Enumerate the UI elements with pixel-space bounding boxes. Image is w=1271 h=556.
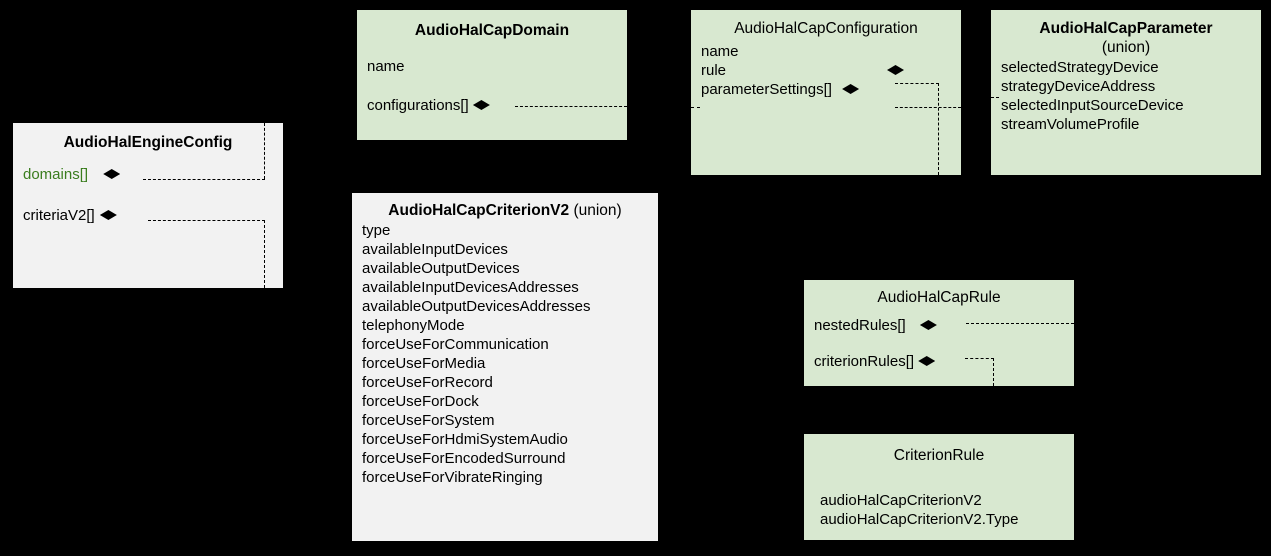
attribute-label-forceuseforvibrateringing: forceUseForVibrateRinging (362, 469, 543, 486)
class-box-criterion-rule[interactable]: CriterionRule audioHalCapCriterionV2 aud… (804, 434, 1074, 540)
connector-parametersettings-horizontal (895, 107, 961, 108)
attribute-row: forceUseForSystem (362, 411, 658, 430)
class-subtitle-union: (union) (573, 202, 622, 219)
connector-configurations-horizontal (515, 106, 627, 107)
attribute-label-forceusefordock: forceUseForDock (362, 393, 479, 410)
attribute-row: forceUseForMedia (362, 354, 658, 373)
attribute-label-parametersettings: parameterSettings[] (701, 81, 832, 98)
connector-criterionrules-horizontal (965, 358, 994, 359)
attribute-label-audiohalcapcriterionv2-type: audioHalCapCriterionV2.Type (820, 511, 1019, 528)
composition-diamond-icon (919, 320, 937, 331)
attribute-label-forceuseforhdmisystemaudio: forceUseForHdmiSystemAudio (362, 431, 568, 448)
class-box-audio-hal-cap-rule[interactable]: AudioHalCapRule nestedRules[] criterionR… (804, 280, 1074, 386)
attribute-row: strategyDeviceAddress (1001, 77, 1261, 96)
connector-criteriav2-horizontal (148, 220, 265, 221)
attribute-label-audiohalcapcriterionv2: audioHalCapCriterionV2 (820, 492, 982, 509)
attribute-label-forceuseforencodedsurround: forceUseForEncodedSurround (362, 450, 566, 467)
connector-criterionrules-vertical (993, 358, 994, 386)
attribute-label-availableoutputdevicesaddresses: availableOutputDevicesAddresses (362, 298, 591, 315)
attribute-label-strategydeviceaddress: strategyDeviceAddress (1001, 78, 1156, 95)
class-title-audio-hal-cap-configuration: AudioHalCapConfiguration (734, 20, 918, 37)
class-box-audio-hal-cap-configuration[interactable]: AudioHalCapConfiguration name rule param… (691, 10, 961, 175)
connector-rule-horizontal (895, 83, 939, 84)
attribute-row: forceUseForDock (362, 392, 658, 411)
attribute-row: availableOutputDevicesAddresses (362, 297, 658, 316)
class-box-audio-hal-cap-parameter[interactable]: AudioHalCapParameter (union) selectedStr… (991, 10, 1261, 175)
connector-incoming-stub (691, 107, 700, 108)
connector-domains-horizontal (143, 179, 265, 180)
attribute-row: audioHalCapCriterionV2 (820, 491, 1074, 510)
attribute-label-type: type (362, 222, 391, 239)
class-title-text: AudioHalCapCriterionV2 (388, 202, 570, 219)
attribute-row: forceUseForCommunication (362, 335, 658, 354)
attribute-label-domains: domains[] (23, 166, 89, 183)
attribute-label-availableoutputdevices: availableOutputDevices (362, 260, 520, 277)
attribute-label-selectedstrategydevice: selectedStrategyDevice (1001, 59, 1159, 76)
composition-diamond-icon (103, 169, 121, 180)
connector-rule-vertical (938, 83, 939, 175)
attribute-label-forceuseforrecord: forceUseForRecord (362, 374, 493, 391)
composition-diamond-icon (472, 100, 490, 111)
class-subtitle-union: (union) (1101, 39, 1151, 56)
attribute-row-parametersettings: parameterSettings[] (701, 80, 961, 99)
attribute-row-name: name (701, 42, 961, 61)
attribute-label-forceuseforsystem: forceUseForSystem (362, 412, 495, 429)
attribute-label-availableinputdevices: availableInputDevices (362, 241, 508, 258)
class-title-audio-hal-cap-criterion-v2: AudioHalCapCriterionV2 (union) (352, 201, 658, 220)
attribute-row-name: name (367, 57, 627, 76)
attribute-label-nestedrules: nestedRules[] (814, 317, 906, 334)
attribute-row: audioHalCapCriterionV2.Type (820, 510, 1074, 529)
attribute-label-forceuseforcommunication: forceUseForCommunication (362, 336, 549, 353)
attribute-row: selectedStrategyDevice (1001, 58, 1261, 77)
attribute-row: availableInputDevices (362, 240, 658, 259)
attribute-row: availableOutputDevices (362, 259, 658, 278)
attribute-row-criterionrules: criterionRules[] (814, 352, 1074, 371)
composition-diamond-icon (99, 210, 117, 221)
class-title-audio-hal-cap-rule: AudioHalCapRule (877, 289, 1001, 306)
attribute-row: telephonyMode (362, 316, 658, 335)
attribute-row-nestedrules: nestedRules[] (814, 316, 1074, 335)
class-title-criterion-rule: CriterionRule (893, 447, 985, 464)
class-box-audio-hal-cap-domain[interactable]: AudioHalCapDomain name configurations[] (357, 10, 627, 140)
attribute-row: forceUseForHdmiSystemAudio (362, 430, 658, 449)
class-box-audio-hal-cap-criterion-v2[interactable]: AudioHalCapCriterionV2 (union) type avai… (352, 193, 658, 541)
composition-diamond-icon (918, 356, 936, 367)
attribute-row-configurations: configurations[] (367, 96, 627, 115)
attribute-label-telephonymode: telephonyMode (362, 317, 465, 334)
attribute-row-domains: domains[] (23, 165, 283, 184)
class-title-audio-hal-cap-domain: AudioHalCapDomain (414, 22, 570, 39)
composition-diamond-icon (887, 65, 904, 75)
attribute-row: streamVolumeProfile (1001, 115, 1261, 134)
attribute-row: availableInputDevicesAddresses (362, 278, 658, 297)
attribute-row: selectedInputSourceDevice (1001, 96, 1261, 115)
connector-incoming-stub (991, 97, 999, 98)
composition-diamond-icon (842, 84, 860, 95)
connector-nestedrules-horizontal (966, 323, 1074, 324)
attribute-label-streamvolumeprofile: streamVolumeProfile (1001, 116, 1140, 133)
attribute-row: forceUseForRecord (362, 373, 658, 392)
attribute-row: forceUseForEncodedSurround (362, 449, 658, 468)
attribute-label-availableinputdevicesaddresses: availableInputDevicesAddresses (362, 279, 579, 296)
connector-criteriav2-vertical (264, 220, 265, 288)
class-title-audio-hal-cap-parameter: AudioHalCapParameter (1039, 20, 1213, 37)
attribute-label-rule: rule (701, 62, 727, 79)
class-box-audio-hal-engine-config[interactable]: AudioHalEngineConfig domains[] criteriaV… (13, 123, 283, 288)
attribute-row: forceUseForVibrateRinging (362, 468, 658, 487)
attribute-label-configurations: configurations[] (367, 97, 469, 114)
attribute-label-criteriav2: criteriaV2[] (23, 207, 95, 224)
attribute-row-criteriav2: criteriaV2[] (23, 206, 283, 225)
attribute-label-name: name (701, 43, 739, 60)
class-title-audio-hal-engine-config: AudioHalEngineConfig (63, 134, 233, 151)
attribute-label-name: name (367, 58, 405, 75)
attribute-row-rule: rule (701, 61, 961, 80)
attribute-label-forceuseformedia: forceUseForMedia (362, 355, 486, 372)
attribute-label-selectedinputsourcedevice: selectedInputSourceDevice (1001, 97, 1184, 114)
attribute-label-criterionrules: criterionRules[] (814, 353, 915, 370)
attribute-row: type (362, 221, 658, 240)
connector-domains-vertical (264, 123, 265, 179)
